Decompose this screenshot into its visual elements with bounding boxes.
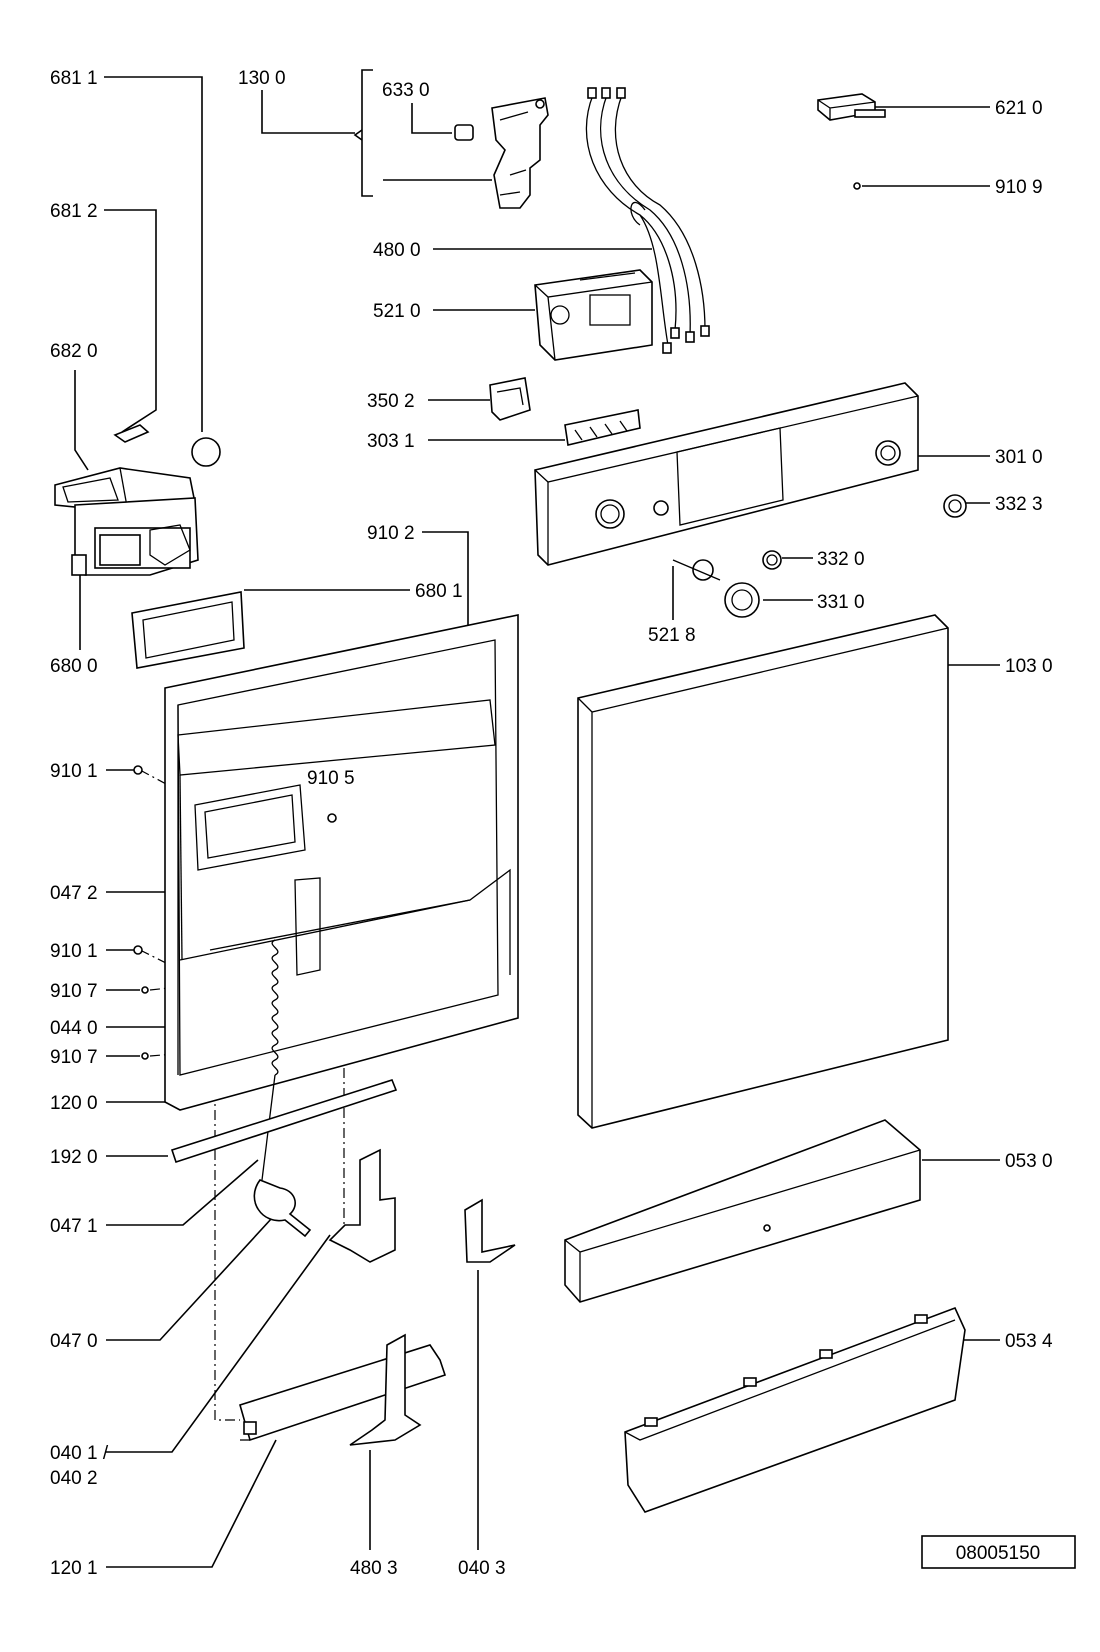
screw-910-5 bbox=[327, 813, 337, 823]
module-621 bbox=[817, 93, 886, 121]
label-910-1-a: 910 1 bbox=[50, 761, 98, 782]
label-910-2: 910 2 bbox=[367, 523, 415, 544]
button-bar-303-1 bbox=[564, 409, 641, 446]
wiring-harness bbox=[585, 87, 710, 354]
door-strip bbox=[170, 1079, 398, 1164]
label-303-1: 303 1 bbox=[367, 431, 415, 452]
label-910-1-b: 910 1 bbox=[50, 941, 98, 962]
label-047-0: 047 0 bbox=[50, 1331, 98, 1352]
label-910-9: 910 9 bbox=[995, 177, 1043, 198]
label-621-0: 621 0 bbox=[995, 98, 1043, 119]
label-130-0: 130 0 bbox=[238, 68, 286, 89]
label-681-2: 681 2 bbox=[50, 201, 98, 222]
screw-910-1-b bbox=[133, 945, 143, 955]
hinge-bracket-040 bbox=[328, 1148, 396, 1263]
screw-910-7-b bbox=[141, 1052, 149, 1060]
label-040-2: 040 2 bbox=[50, 1468, 98, 1489]
label-047-2: 047 2 bbox=[50, 883, 98, 904]
dispenser-gasket bbox=[131, 591, 245, 669]
label-053-4: 053 4 bbox=[1005, 1331, 1053, 1352]
label-040-3: 040 3 bbox=[458, 1558, 506, 1579]
plinth-053-4 bbox=[624, 1306, 966, 1513]
kickplate-053-0 bbox=[564, 1119, 921, 1303]
door-latch bbox=[454, 97, 549, 209]
label-480-3: 480 3 bbox=[350, 1558, 398, 1579]
label-332-3: 332 3 bbox=[995, 494, 1043, 515]
label-633-0: 633 0 bbox=[382, 80, 430, 101]
knob-332-0 bbox=[762, 550, 782, 570]
label-332-0: 332 0 bbox=[817, 549, 865, 570]
label-682-0: 682 0 bbox=[50, 341, 98, 362]
label-120-0: 120 0 bbox=[50, 1093, 98, 1114]
screw-910-7-a bbox=[141, 986, 149, 994]
drawing-number-box: 08005150 bbox=[921, 1535, 1076, 1569]
detergent-dispenser bbox=[54, 424, 199, 576]
screw-910-9 bbox=[853, 182, 861, 190]
plug-681-1 bbox=[191, 437, 221, 467]
label-044-0: 044 0 bbox=[50, 1018, 98, 1039]
label-910-7-a: 910 7 bbox=[50, 981, 98, 1002]
label-103-0: 103 0 bbox=[1005, 656, 1053, 677]
bracket-480-3 bbox=[349, 1333, 422, 1446]
ring-331-0 bbox=[724, 582, 760, 618]
label-301-0: 301 0 bbox=[995, 447, 1043, 468]
label-680-0: 680 0 bbox=[50, 656, 98, 677]
label-480-0: 480 0 bbox=[373, 240, 421, 261]
selector-521-8 bbox=[672, 559, 721, 581]
label-910-5: 910 5 bbox=[307, 768, 355, 789]
knob-332-3 bbox=[943, 494, 967, 518]
label-040-1: 040 1 / bbox=[50, 1443, 109, 1464]
label-047-1: 047 1 bbox=[50, 1216, 98, 1237]
part-labels: 681 1 130 0 633 0 621 0 910 9 681 2 480 … bbox=[50, 68, 1053, 1579]
label-331-0: 331 0 bbox=[817, 592, 865, 613]
screw-910-1-a bbox=[133, 765, 143, 775]
drawing-number: 08005150 bbox=[956, 1543, 1041, 1564]
label-910-7-b: 910 7 bbox=[50, 1047, 98, 1068]
electronic-control-module bbox=[534, 269, 653, 361]
leader-lines bbox=[74, 69, 1000, 1568]
label-680-1: 680 1 bbox=[415, 581, 463, 602]
outer-door-panel bbox=[577, 614, 949, 1129]
label-192-0: 192 0 bbox=[50, 1147, 98, 1168]
label-681-1: 681 1 bbox=[50, 68, 98, 89]
inner-door-panel bbox=[164, 614, 519, 1111]
control-panel bbox=[534, 382, 919, 566]
spring-hook bbox=[253, 1179, 312, 1238]
label-350-2: 350 2 bbox=[367, 391, 415, 412]
label-053-0: 053 0 bbox=[1005, 1151, 1053, 1172]
switch-350-2 bbox=[489, 377, 531, 421]
label-521-8: 521 8 bbox=[648, 625, 696, 646]
bracket-040-3 bbox=[464, 1198, 516, 1263]
label-521-0: 521 0 bbox=[373, 301, 421, 322]
label-120-1: 120 1 bbox=[50, 1558, 98, 1579]
